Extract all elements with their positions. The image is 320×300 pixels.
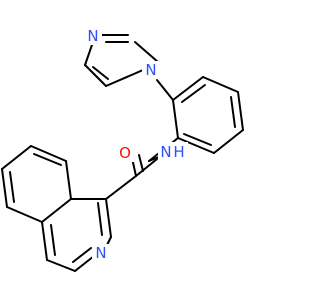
bond-amide-c-isoq — [105, 175, 137, 200]
atom-imidazole-n3: N — [87, 27, 98, 45]
atom-label-layer: N N O N H N — [84, 27, 188, 262]
bond-benzo-c8-c8a — [65, 160, 72, 200]
bond-benzo-c7-c8-inner — [33, 153, 62, 166]
bond-benzo-c7-c8 — [30, 145, 67, 162]
bond-benz-c1-c2 — [172, 76, 204, 101]
atom-isoquinoline-n: N — [95, 244, 106, 262]
bond-imid-c4-c5-outer — [84, 64, 107, 87]
bond-imid-n1-c2 — [134, 41, 159, 63]
bond-benz-c6-c1 — [172, 99, 179, 139]
bond-benzo-c5-c6-inner — [9, 171, 15, 203]
bond-isoq-c4-c3-inner — [97, 202, 103, 236]
label-bg-amide-nh — [158, 142, 188, 162]
label-bg-isoquinoline-n — [92, 244, 110, 262]
label-bg-amide-o — [116, 144, 134, 162]
molecule-structure: N N O N H N — [1, 27, 244, 272]
bond-benz-c5-c6-inner — [183, 133, 212, 146]
atom-imidazole-n1: N — [145, 61, 156, 79]
bond-layer — [1, 34, 244, 272]
bond-isoq-c8a-c4a — [41, 221, 48, 261]
label-bg-imidazole-n1 — [142, 61, 160, 79]
atom-amide-h: H — [173, 143, 184, 161]
bond-benz-c4-c5 — [213, 129, 244, 154]
atom-amide-o: O — [119, 144, 131, 162]
bond-isoq-n2-c1 — [74, 255, 95, 272]
bond-benzo-c4a-c5 — [6, 206, 43, 223]
atom-amide-n: N — [160, 143, 171, 161]
bond-benz-c5-c6 — [177, 137, 215, 154]
bond-benz-c2-c3 — [202, 76, 239, 93]
bond-imid-n1-phenyl — [156, 79, 174, 101]
bond-benzo-c6-c7 — [1, 145, 32, 170]
bond-benz-c3-c4-inner — [230, 96, 236, 128]
bond-isoq-n2-c1-inner — [72, 247, 92, 263]
bond-imid-n3-c4 — [84, 41, 94, 66]
bond-imid-c5-n1 — [105, 69, 144, 87]
bond-benzo-c5-c6 — [1, 168, 8, 208]
label-bg-imidazole-n3 — [84, 27, 102, 45]
bond-benz-c1-c2-inner — [181, 84, 206, 103]
bond-amide-c-o-inner — [138, 154, 144, 172]
bond-amide-n-c — [135, 158, 158, 177]
bond-isoq-c4-c3 — [105, 198, 112, 238]
bond-benz-c3-c4 — [237, 91, 244, 131]
bond-isoq-c8a-c4a-inner — [50, 224, 56, 256]
bond-isoq-c1-c8a — [46, 259, 76, 272]
bond-imid-c4-c5-inner — [92, 66, 109, 80]
bond-isoq-c4a-c4 — [41, 198, 72, 223]
